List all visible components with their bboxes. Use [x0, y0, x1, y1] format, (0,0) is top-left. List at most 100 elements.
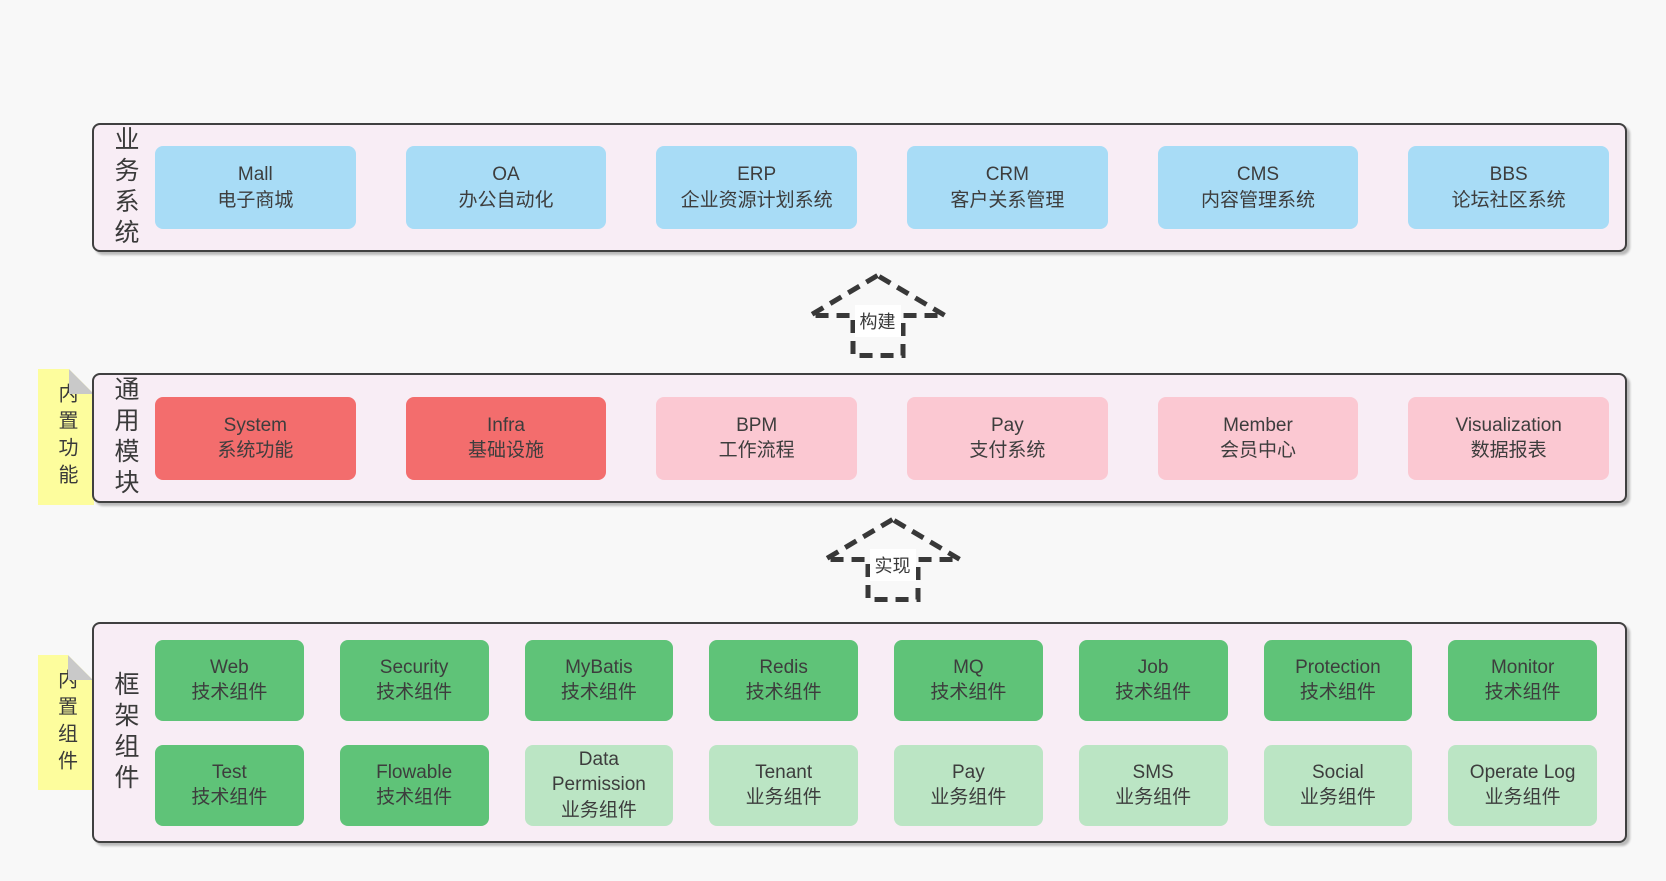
box-subtitle: 支付系统	[969, 440, 1046, 461]
layer-side-label-text: 通用模块	[111, 376, 139, 500]
box-title: Flowable	[376, 761, 453, 783]
framework-components-boxes: Web 技术组件 Security 技术组件 MyBatis 技术组件 Redi…	[155, 624, 1597, 841]
box-flowable: Flowable 技术组件	[339, 744, 489, 826]
layer-side-label: 通用模块	[94, 375, 155, 501]
box-title: Tenant	[755, 761, 813, 783]
box-system: System 系统功能	[155, 396, 356, 480]
box-social: Social 业务组件	[1263, 744, 1413, 826]
box-job: Job 技术组件	[1078, 639, 1228, 721]
box-subtitle: 技术组件	[191, 682, 268, 703]
box-subtitle: 业务组件	[1299, 787, 1376, 808]
box-member: Member 会员中心	[1157, 396, 1359, 480]
box-mybatis: MyBatis 技术组件	[524, 639, 674, 721]
box-redis: Redis 技术组件	[709, 639, 858, 721]
box-title: Social	[1312, 761, 1364, 783]
arrow-label: 实现	[869, 549, 916, 581]
box-tenant: Tenant 业务组件	[709, 744, 858, 826]
box-title: Web	[210, 656, 249, 678]
box-bpm: BPM 工作流程	[656, 396, 857, 480]
box-mq: MQ 技术组件	[894, 639, 1043, 721]
box-title: Mall	[237, 164, 273, 186]
business-systems-boxes: Mall 电子商城 OA 办公自动化 ERP 企业资源计划系统 CRM 客户关系…	[155, 125, 1609, 250]
note-label: 内置组件	[54, 668, 77, 777]
box-pay: Pay 支付系统	[907, 396, 1108, 480]
box-crm: CRM 客户关系管理	[907, 146, 1108, 229]
box-subtitle: 技术组件	[1484, 682, 1561, 703]
box-sms: SMS 业务组件	[1078, 744, 1228, 826]
box-subtitle: 论坛社区系统	[1451, 189, 1566, 211]
box-subtitle: 数据报表	[1470, 440, 1547, 461]
box-subtitle: 会员中心	[1219, 440, 1296, 461]
box-subtitle: 技术组件	[1299, 682, 1376, 703]
build-arrow: 构建	[807, 272, 948, 359]
box-erp: ERP 企业资源计划系统	[656, 146, 857, 229]
box-subtitle: 内容管理系统	[1200, 189, 1315, 211]
box-subtitle: 技术组件	[930, 682, 1007, 703]
box-subtitle: 业务组件	[560, 799, 637, 821]
box-security: Security 技术组件	[339, 639, 489, 721]
box-title: CMS	[1236, 164, 1280, 186]
box-title: Pay	[952, 761, 985, 783]
box-subtitle: 客户关系管理	[950, 189, 1065, 211]
framework-components-layer: 框架组件 Web 技术组件 Security 技术组件 MyBatis 技术组件…	[92, 622, 1627, 843]
box-visualization: Visualization 数据报表	[1408, 396, 1609, 480]
box-title: CRM	[985, 164, 1029, 186]
layer-side-label-text: 业务系统	[111, 125, 139, 250]
box-subtitle: 企业资源计划系统	[680, 189, 833, 211]
box-monitor: Monitor 技术组件	[1448, 639, 1597, 721]
up-block-arrow-icon	[807, 272, 948, 358]
box-title: Protection	[1295, 656, 1381, 678]
box-title: Infra	[486, 414, 525, 436]
box-subtitle: 基础设施	[467, 440, 544, 461]
box-data-permission: Data Permission 业务组件	[524, 744, 674, 826]
box-title: BPM	[736, 414, 778, 436]
box-title: Test	[211, 761, 247, 783]
box-subtitle: 技术组件	[560, 682, 637, 703]
sticky-note-builtin-components: 内置组件	[38, 655, 93, 790]
common-modules-layer: 通用模块 System 系统功能 Infra 基础设施 BPM 工作流程 Pay…	[92, 373, 1627, 503]
box-pay-business: Pay 业务组件	[894, 744, 1043, 826]
box-web: Web 技术组件	[155, 639, 304, 721]
box-title: OA	[492, 164, 520, 186]
box-subtitle: 技术组件	[376, 682, 453, 703]
box-subtitle: 系统功能	[217, 440, 294, 461]
box-mall: Mall 电子商城	[155, 146, 356, 229]
box-subtitle: 技术组件	[745, 682, 822, 703]
box-title: Redis	[759, 656, 808, 678]
box-subtitle: 业务组件	[930, 787, 1007, 808]
note-label: 内置功能	[55, 383, 77, 491]
box-test: Test 技术组件	[155, 744, 304, 826]
box-title: BBS	[1489, 164, 1528, 186]
box-title: SMS	[1132, 761, 1174, 783]
box-infra: Infra 基础设施	[405, 396, 607, 480]
box-cms: CMS 内容管理系统	[1157, 146, 1359, 229]
box-protection: Protection 技术组件	[1263, 639, 1413, 721]
box-title: Operate Log	[1469, 761, 1576, 783]
box-title: Pay	[990, 414, 1024, 436]
implement-arrow: 实现	[822, 516, 963, 603]
box-subtitle: 工作流程	[718, 440, 795, 461]
business-systems-layer: 业务系统 Mall 电子商城 OA 办公自动化 ERP 企业资源计划系统 CRM…	[92, 123, 1627, 252]
layer-side-label: 框架组件	[94, 624, 155, 841]
box-title: Data Permission	[551, 749, 646, 796]
sticky-note-builtin-features: 内置功能	[38, 369, 94, 505]
box-subtitle: 办公自动化	[458, 189, 554, 211]
folded-corner-icon	[69, 369, 94, 394]
box-title: MyBatis	[565, 656, 633, 678]
box-subtitle: 技术组件	[1115, 682, 1192, 703]
box-subtitle: 业务组件	[745, 787, 822, 808]
common-modules-boxes: System 系统功能 Infra 基础设施 BPM 工作流程 Pay 支付系统…	[155, 375, 1609, 501]
box-subtitle: 业务组件	[1484, 787, 1561, 808]
box-operate-log: Operate Log 业务组件	[1448, 744, 1597, 826]
box-subtitle: 技术组件	[376, 787, 453, 808]
box-subtitle: 技术组件	[191, 787, 268, 808]
box-subtitle: 业务组件	[1115, 787, 1192, 808]
box-title: System	[223, 414, 287, 436]
up-block-arrow-icon	[822, 516, 963, 602]
box-title: MQ	[953, 656, 984, 678]
box-title: Monitor	[1490, 656, 1555, 678]
arrow-label: 构建	[854, 305, 901, 337]
layer-side-label: 业务系统	[94, 125, 155, 250]
box-oa: OA 办公自动化	[405, 146, 607, 229]
box-title: ERP	[737, 164, 777, 186]
